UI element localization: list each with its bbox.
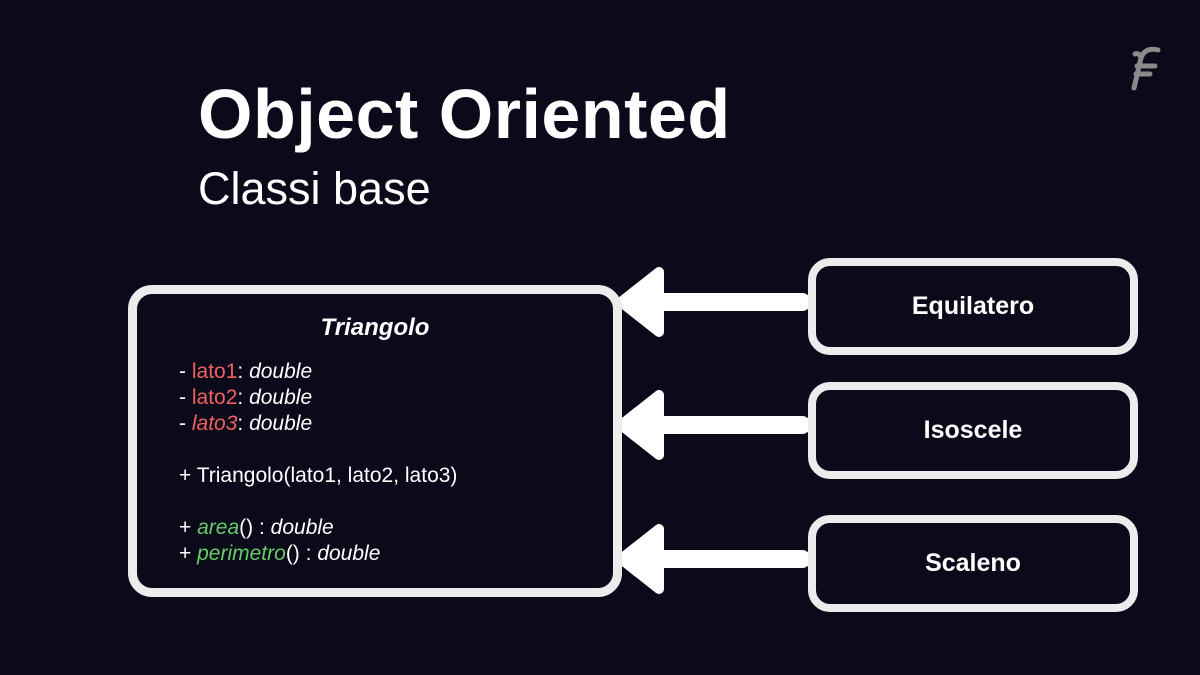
method-name: area <box>197 516 240 539</box>
attribute-visibility: - <box>179 386 186 409</box>
class-members: - lato1: double - lato2: double - lato3:… <box>179 359 457 567</box>
attribute-type: double <box>249 412 313 435</box>
attribute-type: double <box>249 360 313 383</box>
attribute-row: - lato3: double <box>179 412 313 435</box>
attribute-name: lato1 <box>191 360 238 383</box>
attribute-name: lato3 <box>191 412 238 435</box>
spacer <box>179 489 457 515</box>
method-row: + perimetro() : double <box>179 542 381 565</box>
method-params: () <box>239 516 254 539</box>
method-name: perimetro <box>197 542 286 565</box>
slide-subtitle: Classi base <box>198 163 431 214</box>
method-params: () <box>285 542 300 565</box>
method-type: double <box>270 516 334 539</box>
subclass-box-equilatero: Equilatero <box>808 258 1138 355</box>
method-row: + area() : double <box>179 516 334 539</box>
slide-title: Object Oriented <box>198 75 731 153</box>
attribute-type: double <box>249 386 313 409</box>
attribute-visibility: - <box>179 412 186 435</box>
attribute-row: - lato1: double <box>179 360 313 383</box>
class-name: Triangolo <box>320 314 430 341</box>
class-box-triangolo: Triangolo - lato1: double - lato2: doubl… <box>128 285 622 597</box>
attribute-name: lato2 <box>191 386 238 409</box>
method-visibility: + <box>179 516 192 539</box>
attribute-visibility: - <box>179 360 186 383</box>
brand-logo <box>1131 46 1161 91</box>
subclass-box-scaleno: Scaleno <box>808 515 1138 612</box>
arrow-scaleno <box>616 524 811 594</box>
constructor-row: + Triangolo(lato1, lato2, lato3) <box>179 464 458 487</box>
attribute-row: - lato2: double <box>179 386 313 409</box>
method-type: double <box>317 542 381 565</box>
method-visibility: + <box>179 542 192 565</box>
arrow-isoscele <box>616 390 811 460</box>
arrow-equilatero <box>616 267 811 337</box>
subclass-box-isoscele: Isoscele <box>808 382 1138 479</box>
logo-letter-f <box>1131 46 1161 91</box>
spacer <box>179 437 457 463</box>
